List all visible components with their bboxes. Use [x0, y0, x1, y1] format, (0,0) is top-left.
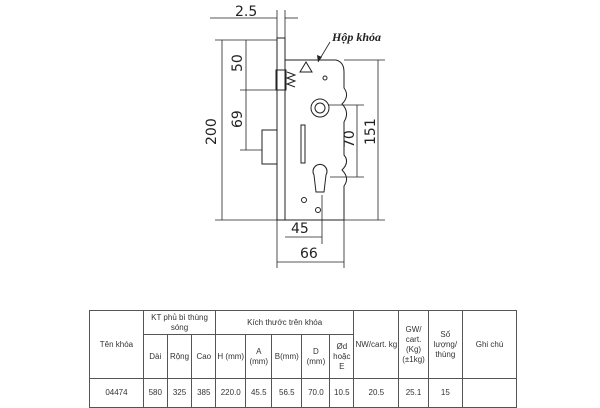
follower-hole	[310, 98, 330, 118]
sub-d: D (mm)	[301, 334, 331, 379]
spec-table: Tên khóa KT phủ bì thùng sóng Kích thước…	[89, 310, 517, 408]
note-header: Ghi chú	[462, 310, 517, 379]
dim-70: 70	[342, 130, 358, 148]
dim-45: 45	[291, 221, 309, 237]
cell-qty: 15	[427, 378, 464, 408]
latch-bolt	[261, 129, 278, 165]
body-slot	[300, 124, 306, 164]
faceplate	[276, 37, 286, 221]
dim-50: 50	[230, 54, 246, 72]
dim-2-5: 2.5	[235, 4, 257, 20]
lock-box-label: Hộp khóa	[331, 30, 381, 44]
cell-d: 70.0	[301, 378, 331, 408]
cell-name: 04474	[89, 378, 144, 408]
dim-200: 200	[204, 118, 220, 145]
lock-technical-drawing: Hộp khóa 2.5 200 50 69 70 151 45 66	[204, 4, 385, 268]
dim-66: 66	[300, 246, 318, 262]
dim-151: 151	[363, 118, 379, 145]
sub-h: H (mm)	[215, 334, 247, 379]
cell-gw: 25.1	[398, 378, 429, 408]
cell-a: 45.5	[245, 378, 273, 408]
group-box-header: KT phủ bì thùng sóng	[142, 310, 217, 335]
cell-b: 56.5	[271, 378, 303, 408]
cell-e: 10.5	[329, 378, 355, 408]
cell-rong: 325	[166, 378, 193, 408]
cell-nw: 20.5	[353, 378, 400, 408]
dim-69: 69	[230, 110, 246, 128]
gw-header: GW/ cart. (Kg) (±1kg)	[398, 310, 429, 379]
cell-dai: 580	[142, 378, 168, 408]
lock-body	[284, 59, 348, 221]
sub-cao: Cao	[191, 334, 217, 379]
latch-spring	[275, 69, 287, 91]
group-lock-header: Kích thước trên khóa	[215, 310, 355, 335]
sub-e: Ød hoặc E	[329, 334, 355, 379]
table-row: 04474 580 325 385 220.0 45.5 56.5 70.0 1…	[89, 378, 517, 408]
sub-rong: Rộng	[166, 334, 193, 379]
cylinder-hole	[312, 163, 328, 193]
sub-a: A (mm)	[245, 334, 273, 379]
qty-header: Số lượng/ thùng	[427, 310, 464, 379]
cell-cao: 385	[191, 378, 217, 408]
cell-h: 220.0	[215, 378, 247, 408]
sub-dai: Dài	[142, 334, 168, 379]
sub-b: B(mm)	[271, 334, 303, 379]
nw-header: NW/cart. kg	[353, 310, 400, 379]
cell-note	[462, 378, 517, 408]
col-name-header: Tên khóa	[89, 310, 144, 379]
